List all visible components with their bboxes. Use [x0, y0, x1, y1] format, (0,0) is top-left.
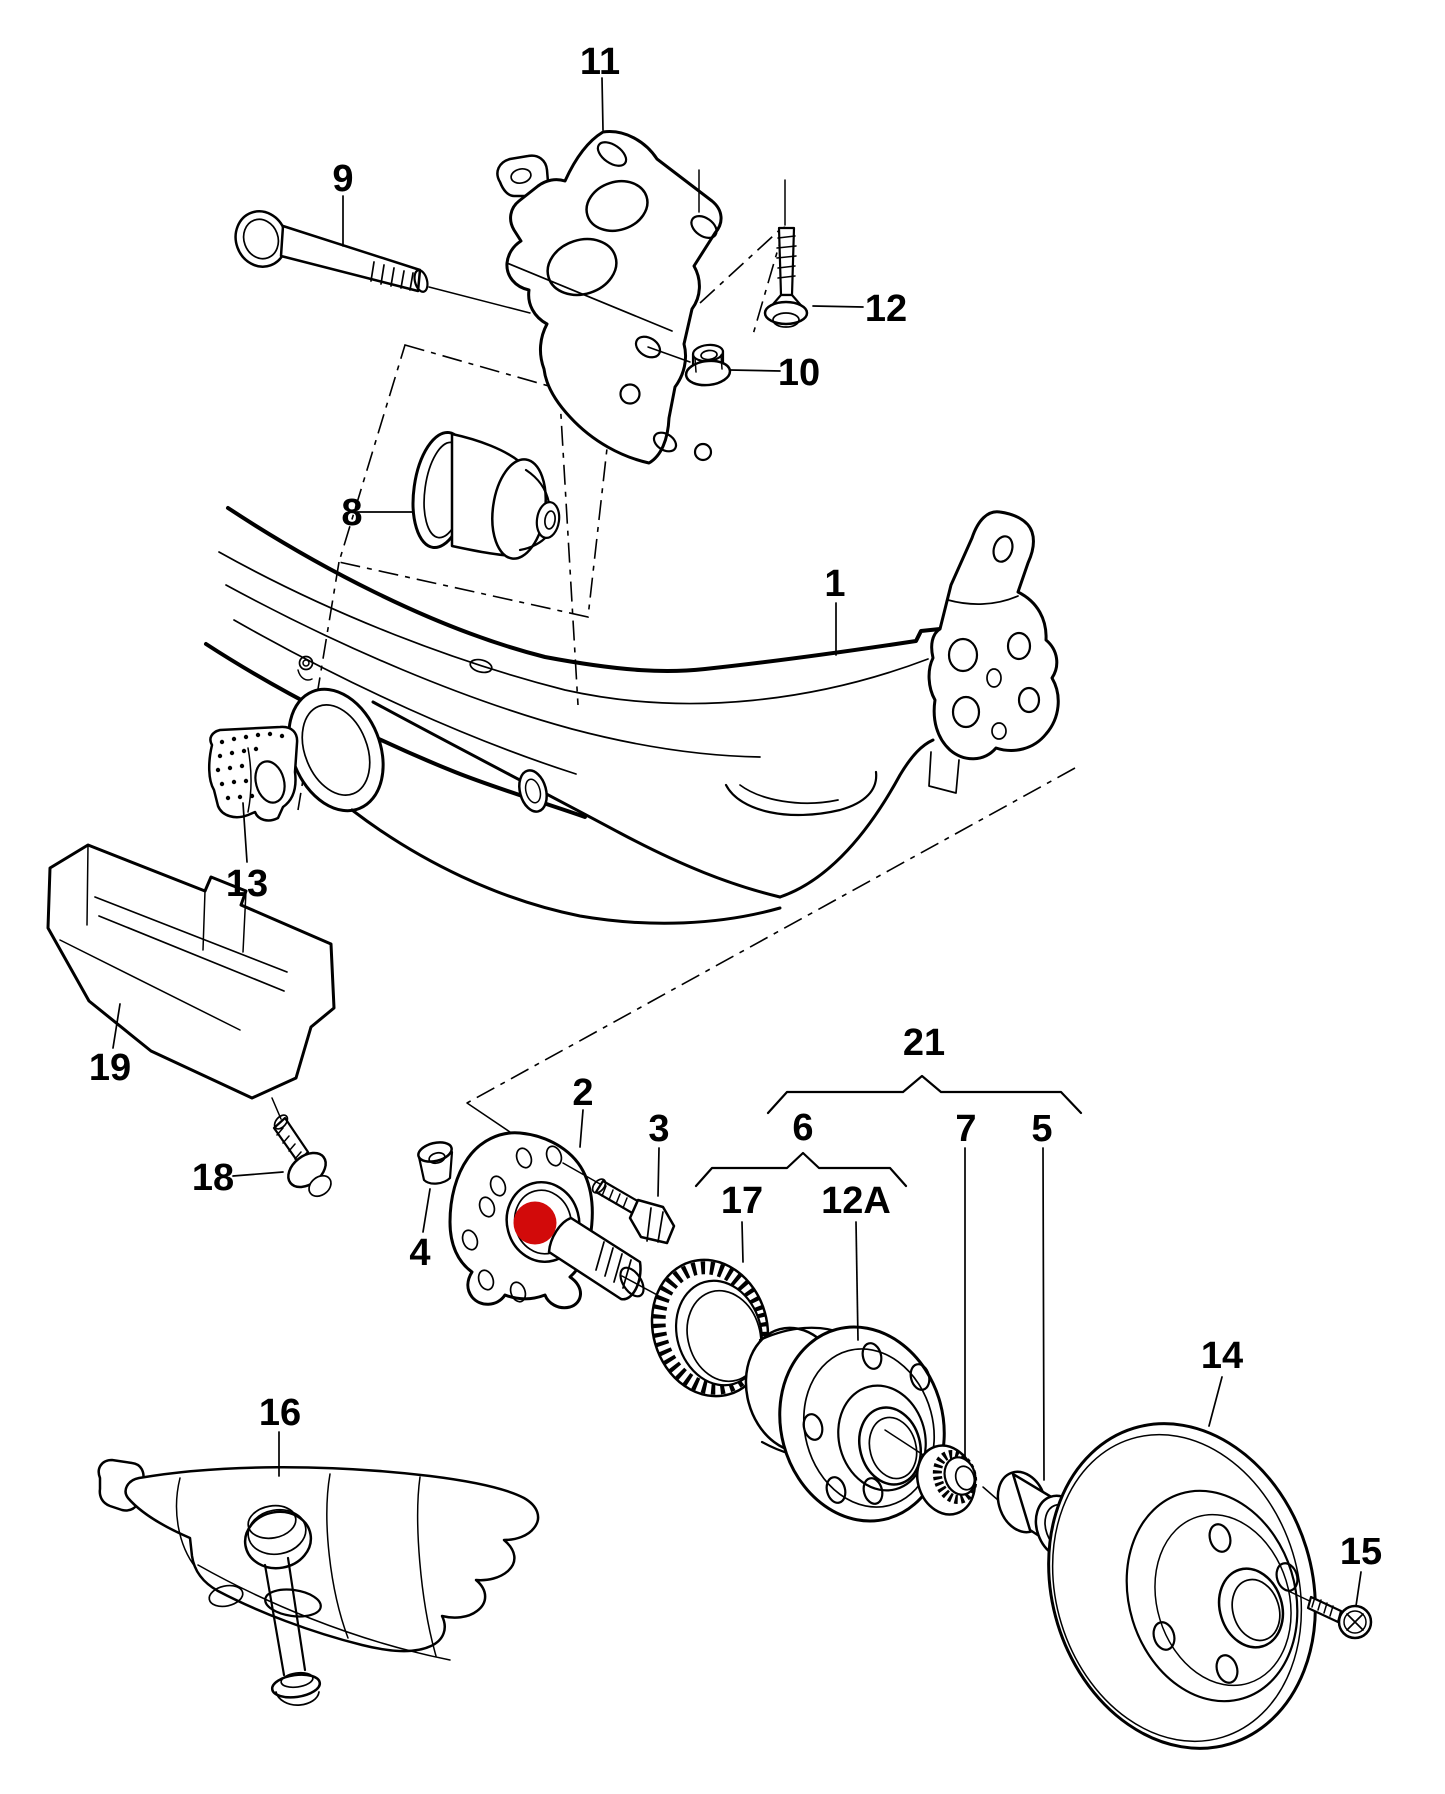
part-label-8[interactable]: 8 [341, 492, 362, 534]
part-4-sleeve [417, 1141, 454, 1185]
part-12-bolt [763, 179, 809, 328]
highlight-marker-part-2[interactable] [513, 1201, 557, 1245]
part-label-19[interactable]: 19 [89, 1047, 131, 1089]
part-14-brake-disc [1047, 1422, 1317, 1750]
part-label-2[interactable]: 2 [572, 1072, 593, 1114]
leader-lines [112, 77, 1362, 1607]
group-braces [694, 1074, 1083, 1188]
part-label-15[interactable]: 15 [1340, 1531, 1382, 1573]
brace-6 [694, 1151, 908, 1188]
bumper-dots [215, 731, 285, 801]
part-label-14[interactable]: 14 [1201, 1335, 1243, 1377]
part-16-bracket [97, 1458, 540, 1706]
part-3-bolt [562, 1162, 676, 1245]
part-15-screw [1281, 1587, 1373, 1640]
part-label-5[interactable]: 5 [1031, 1108, 1052, 1150]
part-label-1[interactable]: 1 [824, 563, 845, 605]
part-labels: 1 2 3 4 5 6 7 8 9 10 11 12 12A 13 14 15 … [89, 41, 1382, 1573]
part-8-bushing [411, 430, 561, 560]
part-17-abs-ring [650, 1258, 808, 1398]
part-label-3[interactable]: 3 [648, 1108, 669, 1150]
part-label-6[interactable]: 6 [792, 1107, 813, 1149]
part-11-bracket [496, 130, 723, 465]
part-label-12[interactable]: 12 [865, 288, 907, 330]
part-label-11[interactable]: 11 [580, 41, 620, 83]
part-label-13[interactable]: 13 [226, 863, 268, 905]
part-label-17[interactable]: 17 [721, 1180, 763, 1222]
part-label-7[interactable]: 7 [955, 1108, 976, 1150]
part-18-bolt [271, 1097, 332, 1198]
part-1-axle-beam [204, 506, 1060, 925]
part-label-16[interactable]: 16 [259, 1392, 301, 1434]
part-label-9[interactable]: 9 [332, 158, 353, 200]
part-13-bumper [208, 725, 299, 822]
part-label-18[interactable]: 18 [192, 1157, 234, 1199]
part-19-mount-block [46, 843, 336, 1100]
part-12a-wheel-hub [744, 1325, 946, 1523]
part-label-10[interactable]: 10 [778, 352, 820, 394]
brace-21 [766, 1074, 1083, 1115]
part-label-21[interactable]: 21 [903, 1022, 945, 1064]
part-label-4[interactable]: 4 [409, 1232, 430, 1274]
part-label-12a[interactable]: 12A [821, 1180, 891, 1222]
part-9-bolt [234, 210, 531, 314]
